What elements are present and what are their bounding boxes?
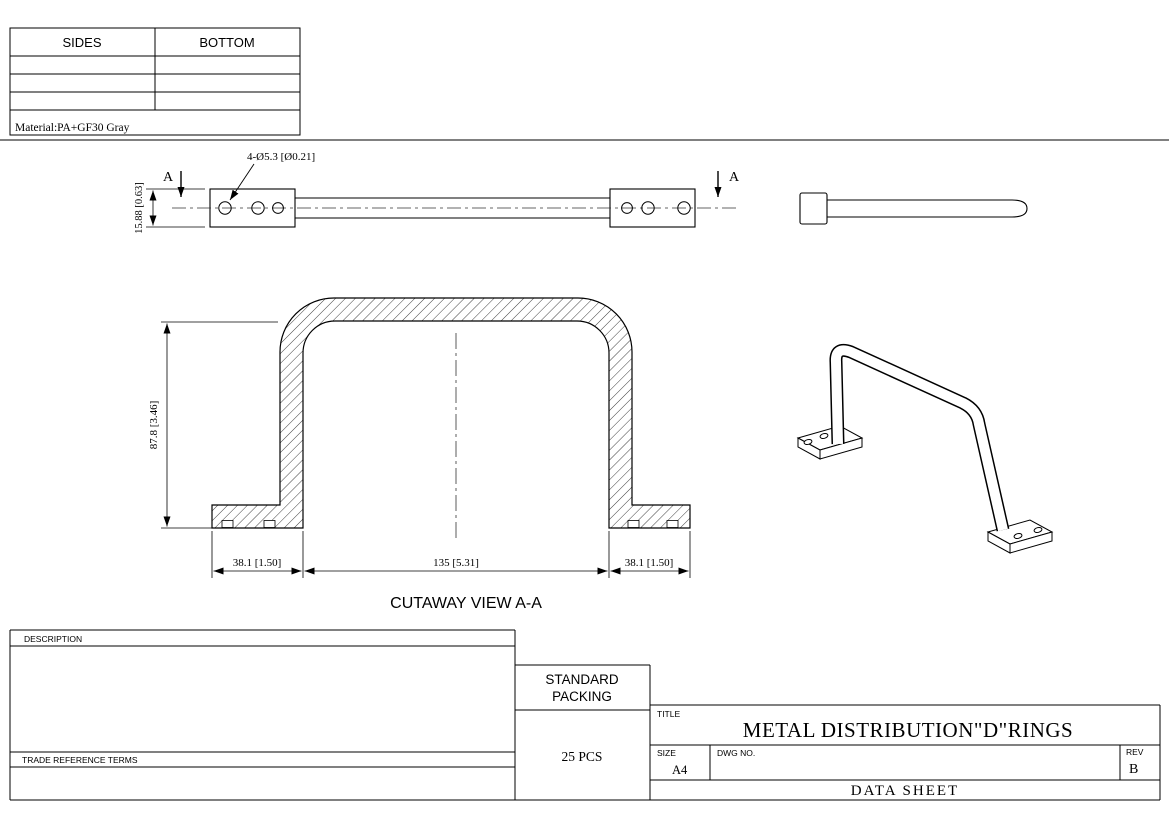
span-dim-text: 135 [5.31]	[433, 557, 479, 569]
cutaway-caption: CUTAWAY VIEW A-A	[390, 595, 542, 612]
isometric-view	[796, 343, 1054, 554]
iso-tube-fill	[830, 345, 1008, 532]
spec-col2-header: BOTTOM	[199, 35, 254, 50]
top-height-dim-text: 15.88 [0.63]	[134, 182, 145, 234]
spec-table	[9, 27, 301, 136]
flange-recesses	[221, 520, 679, 528]
top-view: 4-Ø5.3 [Ø0.21] 15.88 [0.63] A A	[134, 151, 740, 234]
cutaway-width-dim-lines	[211, 531, 691, 578]
drawing-title: METAL DISTRIBUTION"D"RINGS	[743, 718, 1073, 742]
packing-quantity: 25 PCS	[562, 749, 603, 764]
section-a-left-text: A	[163, 170, 174, 185]
side-view-body	[827, 199, 1028, 218]
description-label: DESCRIPTION	[24, 634, 82, 644]
title-block-linework	[9, 629, 1161, 801]
title-block: DESCRIPTION TRADE REFERENCE TERMS STANDA…	[9, 629, 1161, 801]
size-value: A4	[672, 763, 688, 777]
section-a-right-text: A	[729, 170, 740, 185]
rev-value: B	[1129, 762, 1138, 777]
right-foot-dim-text: 38.1 [1.50]	[625, 557, 674, 569]
rev-label: REV	[1126, 747, 1144, 757]
cutaway-height-dim-lines	[161, 321, 278, 529]
iso-upper-plate	[796, 425, 864, 460]
trade-reference-label: TRADE REFERENCE TERMS	[22, 755, 138, 765]
cutaway-view: 87.8 [3.46] 38.1 [1.50] 135 [5.31] 38.1 …	[148, 297, 691, 612]
cutaway-section-profile	[211, 297, 691, 529]
hole-callout-text: 4-Ø5.3 [Ø0.21]	[247, 151, 315, 163]
top-view-height-dim-lines	[146, 188, 205, 228]
top-view-holes	[218, 201, 691, 215]
side-view	[799, 192, 1028, 225]
iso-lower-plate	[986, 519, 1054, 554]
hole-callout-leader	[229, 163, 255, 201]
cutaway-height-dim-text: 87.8 [3.46]	[148, 401, 160, 450]
packing-label-line2: PACKING	[552, 689, 612, 704]
spec-col1-header: SIDES	[62, 35, 101, 50]
side-view-head	[799, 192, 828, 225]
title-label: TITLE	[657, 709, 680, 719]
left-foot-dim-text: 38.1 [1.50]	[233, 557, 282, 569]
sheet-name: DATA SHEET	[851, 783, 959, 799]
material-note: Material:PA+GF30 Gray	[15, 122, 130, 134]
size-label: SIZE	[657, 748, 676, 758]
dwg-no-label: DWG NO.	[717, 748, 755, 758]
packing-label-line1: STANDARD	[545, 672, 619, 687]
